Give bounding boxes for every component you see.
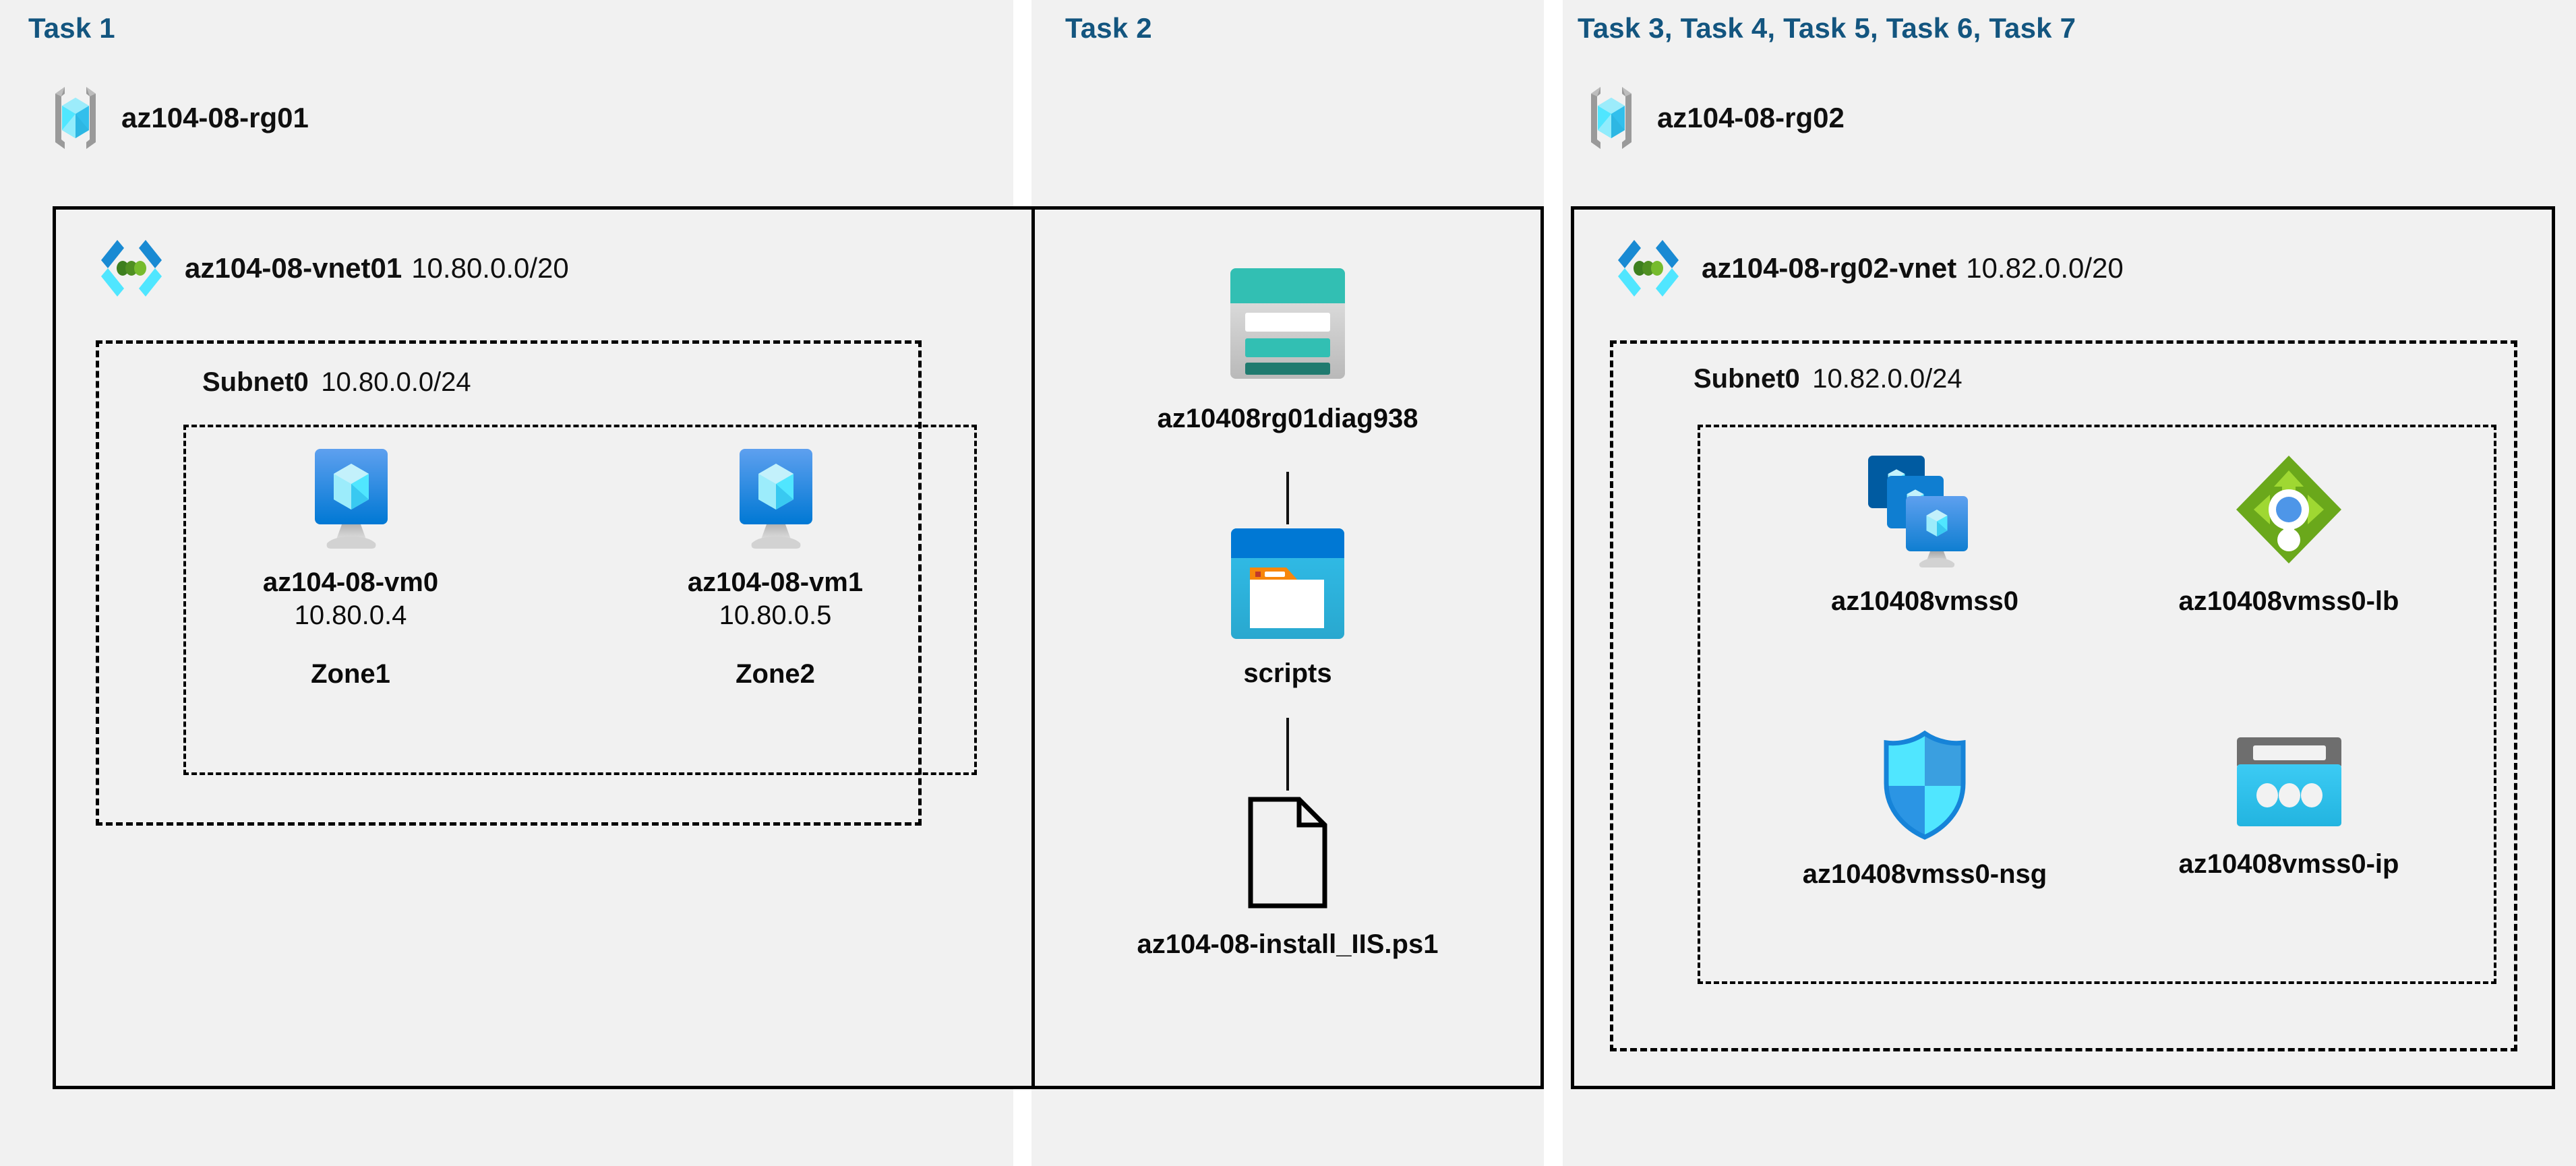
- task3to7-subnet: Subnet0 10.82.0.0/24: [1694, 364, 1963, 394]
- task3to7-resource-group-label: az104-08-rg02: [1657, 102, 1845, 133]
- task3to7-vmss-name: az10408vmss0: [1830, 586, 2019, 616]
- virtual-machine-icon: [725, 445, 826, 556]
- task1-resource-group[interactable]: az104-08-rg01: [47, 84, 309, 152]
- container-to-file-connector: [1286, 718, 1289, 791]
- blob-container-icon: [1227, 526, 1348, 642]
- task1-vnet-name: az104-08-vnet01: [185, 252, 402, 284]
- task1-subnet-box: [96, 340, 922, 826]
- task1-vm0-ip: 10.80.0.4: [294, 601, 407, 631]
- task3to7-inner-box: [1698, 425, 2496, 984]
- load-balancer-icon: [2228, 452, 2349, 570]
- task3to7-subnet-box: [1610, 340, 2517, 1051]
- task1-vm1-zone: Zone2: [736, 659, 815, 689]
- network-security-group-icon: [1874, 728, 1975, 842]
- task1-subnet-cidr: 10.80.0.0/24: [321, 367, 471, 397]
- task1-vnet-cidr: 10.80.0.0/20: [411, 252, 569, 284]
- task3to7-vnet-box: [1571, 206, 2555, 1089]
- storage-account-icon: [1224, 263, 1352, 384]
- task2-storage-account-name: az10408rg01diag938: [1157, 404, 1418, 433]
- task3to7-nsg-name: az10408vmss0-nsg: [1802, 859, 2047, 889]
- task1-subnet-name: Subnet0: [202, 367, 309, 397]
- task1-vm0-name: az104-08-vm0: [262, 567, 439, 597]
- task1-vnet[interactable]: az104-08-vnet01 10.80.0.0/20: [94, 236, 569, 301]
- task2-file-name: az104-08-install_IIS.ps1: [1137, 929, 1439, 959]
- task3to7-nsg[interactable]: az10408vmss0-nsg: [1773, 728, 2076, 890]
- virtual-machine-icon: [300, 445, 401, 556]
- file-icon: [1244, 795, 1331, 910]
- task2-file[interactable]: az104-08-install_IIS.ps1: [1085, 795, 1490, 960]
- storage-to-container-connector: [1286, 472, 1289, 524]
- task1-vm0[interactable]: az104-08-vm0 10.80.0.4 Zone1: [256, 445, 445, 689]
- task3to7-title: Task 3, Task 4, Task 5, Task 6, Task 7: [1578, 12, 2076, 44]
- task1-vm1[interactable]: az104-08-vm1 10.80.0.5 Zone2: [681, 445, 870, 689]
- task3to7-load-balancer-name: az10408vmss0-lb: [2178, 586, 2399, 616]
- task1-zone-box: [183, 425, 977, 775]
- task2-storage-account[interactable]: az10408rg01diag938: [1085, 263, 1490, 435]
- task3to7-public-ip-name: az10408vmss0-ip: [2178, 849, 2399, 879]
- task2-blob-container-name: scripts: [1243, 658, 1332, 688]
- virtual-network-icon: [1611, 236, 1685, 301]
- task2-title: Task 2: [1065, 12, 1152, 44]
- vm-scale-set-icon: [1863, 452, 1987, 570]
- task3to7-vnet-cidr: 10.82.0.0/20: [1966, 252, 2124, 284]
- task3to7-subnet-cidr: 10.82.0.0/24: [1812, 364, 1963, 394]
- task3to7-subnet-name: Subnet0: [1694, 364, 1800, 394]
- task3to7-vnet-name: az104-08-rg02-vnet: [1702, 252, 1957, 284]
- task1-vm1-ip: 10.80.0.5: [719, 601, 832, 631]
- task3to7-public-ip[interactable]: az10408vmss0-ip: [2137, 728, 2440, 880]
- task1-vm0-zone: Zone1: [311, 659, 390, 689]
- task1-resource-group-label: az104-08-rg01: [121, 102, 309, 133]
- task3to7-load-balancer[interactable]: az10408vmss0-lb: [2137, 452, 2440, 617]
- task3to7-vnet[interactable]: az104-08-rg02-vnet 10.82.0.0/20: [1611, 236, 2124, 301]
- task1-vm1-name: az104-08-vm1: [687, 567, 864, 597]
- public-ip-address-icon: [2230, 728, 2348, 832]
- resource-group-icon: [47, 84, 104, 152]
- task2-blob-container[interactable]: scripts: [1085, 526, 1490, 689]
- task1-subnet: Subnet0 10.80.0.0/24: [202, 367, 471, 398]
- task1-title: Task 1: [28, 12, 115, 44]
- task3to7-vmss[interactable]: az10408vmss0: [1773, 452, 2076, 617]
- resource-group-icon: [1583, 84, 1640, 152]
- task3to7-resource-group[interactable]: az104-08-rg02: [1583, 84, 1845, 152]
- virtual-network-icon: [94, 236, 169, 301]
